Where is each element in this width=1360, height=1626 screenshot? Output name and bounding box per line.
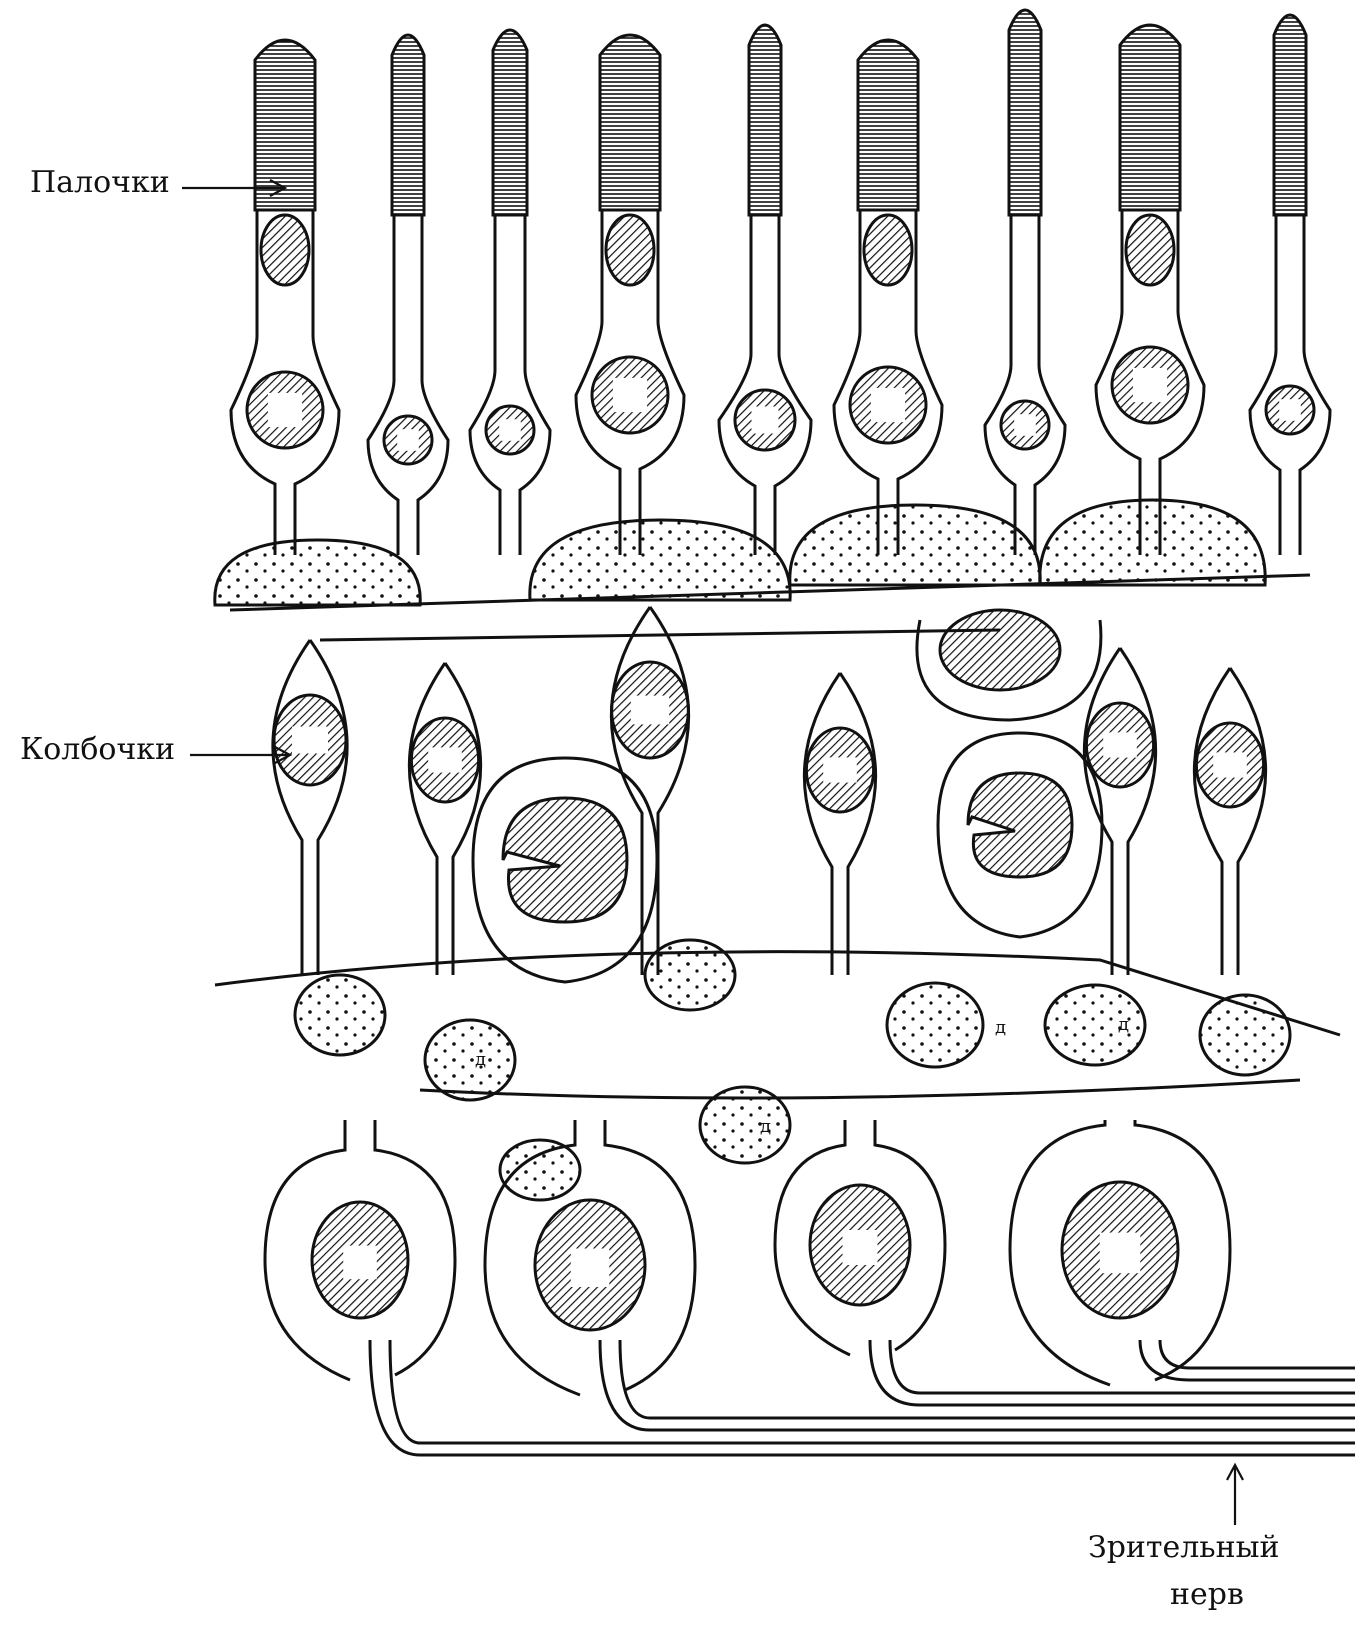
optic-nerve-axon [868, 1339, 1355, 1407]
bipolar-nucleolus [1103, 732, 1137, 758]
inner-segment [983, 215, 1067, 555]
outer-segment [1007, 8, 1043, 217]
amacrine-cell [643, 938, 737, 1012]
amacrine-cell-body [471, 756, 659, 984]
ganglion-cell [1008, 1120, 1232, 1387]
optic-nerve-axon [368, 1339, 1355, 1457]
cones-label: Колбочки [20, 732, 176, 767]
bipolar-cell [802, 672, 878, 975]
bipolar-cell [407, 662, 483, 975]
inner-segment [1248, 215, 1332, 555]
synaptic-pedicle [213, 538, 422, 607]
nucleolus [1279, 399, 1301, 421]
ellipsoid [259, 213, 311, 287]
outer-segment [253, 38, 317, 212]
ganglion-nucleolus [570, 1248, 610, 1287]
optic-nerve-label-line2: нерв [1170, 1577, 1244, 1612]
inner-segment [468, 215, 552, 555]
ellipsoid [604, 213, 656, 287]
bipolar-nucleolus [292, 726, 328, 754]
nucleolus [1014, 414, 1036, 436]
amacrine-cell [423, 1018, 517, 1102]
ganglion-nucleolus [1099, 1232, 1141, 1274]
optic-nerve-axon [388, 1339, 1355, 1445]
nucleolus [267, 392, 303, 428]
inner-segment [366, 215, 450, 555]
amacrine-cell [1198, 993, 1292, 1077]
nucleolus [870, 387, 906, 423]
rods-label: Палочки [30, 165, 170, 200]
inner-plexiform-line-lower [419, 1078, 1301, 1100]
optic-nerve-axon [1138, 1339, 1355, 1382]
synaptic-pedicle [788, 503, 1042, 587]
amacrine-cell [885, 981, 985, 1069]
inner-plexiform-line [214, 950, 1341, 1037]
horizontal-cell-nucleus [938, 608, 1062, 692]
optic-nerve-axon [1158, 1339, 1355, 1370]
amacrine-marker-d: д [760, 1116, 771, 1137]
leader-lines [182, 179, 1244, 1525]
optic-nerve-leader-arrow [1226, 1462, 1244, 1525]
inner-segment [229, 210, 341, 555]
optic-nerve-axon [888, 1339, 1355, 1395]
outer-segment [747, 23, 783, 217]
outer-segment [1272, 13, 1308, 217]
outer-segment [390, 33, 426, 217]
ganglion-cell [263, 1120, 457, 1382]
ganglion-nucleolus [343, 1245, 377, 1280]
bipolar-nucleolus [1213, 752, 1247, 778]
amacrine-marker-d: д [1118, 1014, 1129, 1035]
amacrine-cell [1043, 983, 1147, 1067]
outer-segment [856, 38, 920, 212]
cones-leader-arrow [190, 746, 293, 764]
rods-leader-arrow [182, 179, 288, 197]
outer-plexiform-line [229, 573, 1311, 612]
amacrine-cell [293, 973, 387, 1057]
bipolar-cell [271, 639, 349, 975]
amacrine-cell [698, 1085, 792, 1165]
inner-segment [1094, 210, 1206, 555]
nucleolus [612, 377, 648, 413]
nucleolus [499, 419, 521, 441]
inner-segment [574, 210, 686, 555]
amacrine-marker-d: д [995, 1017, 1006, 1038]
ganglion-nucleolus [842, 1230, 878, 1265]
ganglion-layer [263, 1120, 1355, 1457]
nucleolus [1132, 367, 1168, 403]
amacrine-nucleus [966, 771, 1074, 879]
bipolar-layer [214, 606, 1341, 1202]
inner-segment [717, 215, 813, 555]
nucleolus [397, 429, 419, 451]
amacrine-cell [498, 1138, 582, 1202]
inner-segment [832, 210, 944, 555]
synaptic-pedicle [528, 518, 792, 602]
optic-nerve-axon [618, 1339, 1355, 1420]
cell-markers: д д д д [475, 1014, 1129, 1137]
bipolar-nucleolus [630, 695, 670, 725]
amacrine-cell-body [936, 731, 1104, 939]
bipolar-nucleolus [428, 747, 462, 773]
photoreceptor-layer [213, 8, 1332, 642]
horizontal-process [319, 628, 1001, 642]
horizontal-cell-body [915, 619, 1103, 722]
optic-nerve-axon [598, 1339, 1355, 1432]
optic-nerve-label-line1: Зрительный [1088, 1530, 1280, 1565]
outer-segment [1118, 23, 1182, 212]
nucleolus [751, 406, 779, 434]
bipolar-cell [1192, 667, 1268, 975]
amacrine-nucleus [501, 796, 629, 924]
ganglion-cell [483, 1120, 697, 1397]
outer-segment [491, 28, 529, 217]
ellipsoid [1124, 213, 1176, 287]
outer-segment [598, 33, 662, 212]
ellipsoid [862, 213, 914, 287]
ganglion-cell [773, 1120, 947, 1357]
synaptic-pedicle [1038, 498, 1267, 587]
bipolar-nucleolus [823, 757, 857, 783]
bipolar-cell [1082, 647, 1158, 975]
amacrine-marker-d: д [475, 1049, 486, 1070]
